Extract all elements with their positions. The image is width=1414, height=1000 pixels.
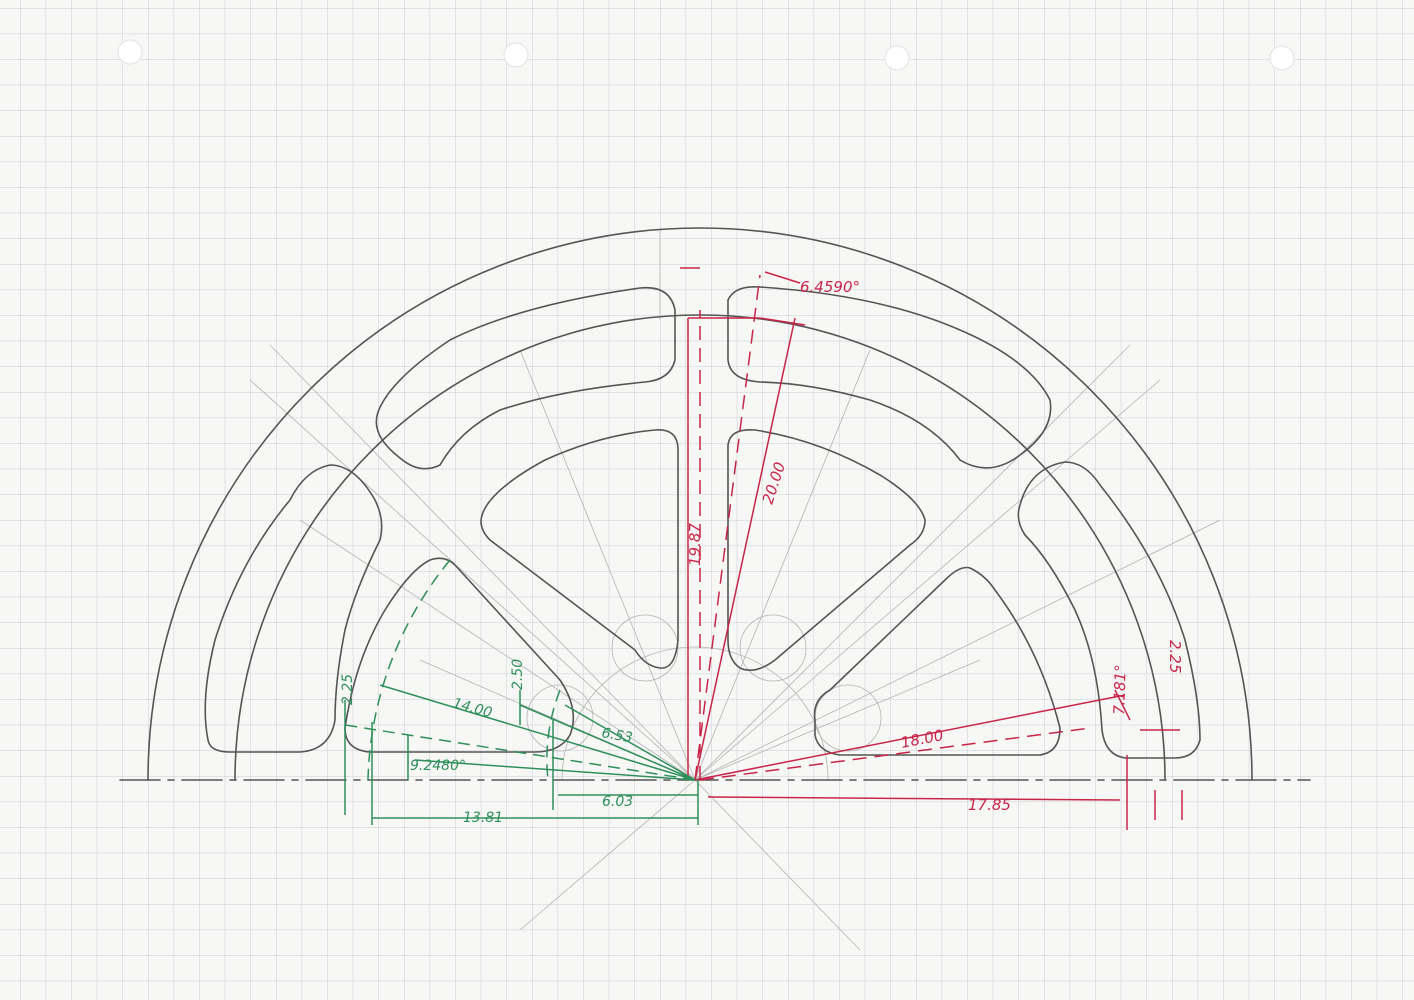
dim-19-87: 19.87 <box>686 523 704 566</box>
window-outer-left-low <box>204 464 383 753</box>
window-inner-left-low <box>344 557 575 753</box>
dim-7-181: 7.181° <box>1110 664 1130 715</box>
green-dimensions: 2.25 14.00 2.50 6.53 9.2480° 6.03 13.81 <box>340 559 699 826</box>
window-inner-right-high <box>727 428 926 671</box>
dim-9-2480: 9.2480° <box>410 758 466 774</box>
window-inner-right-low <box>813 566 1061 756</box>
window-inner-left-high <box>480 429 679 669</box>
construction-lines <box>249 230 1221 951</box>
dim-2-25-right: 2.25 <box>1166 640 1184 673</box>
punch-hole <box>1269 45 1295 71</box>
dim-6-03: 6.03 <box>602 794 633 810</box>
punch-holes <box>117 39 1295 71</box>
punch-hole <box>503 42 529 68</box>
window-outer-right-high <box>727 285 1052 469</box>
dim-6-4590: 6.4590° <box>800 278 860 296</box>
window-outer-right-low <box>1017 461 1201 759</box>
punch-hole <box>117 39 143 65</box>
dim-2-25-left: 2.25 <box>340 674 356 705</box>
punch-hole <box>884 45 910 71</box>
outer-windows <box>204 285 1201 759</box>
red-dimensions: 6.4590° 19.87 20.00 18.00 7.181° 2.25 17… <box>680 267 1184 830</box>
inner-windows <box>344 428 1061 756</box>
outer-rim <box>147 227 1253 781</box>
window-outer-left-high <box>375 286 676 470</box>
dim-2-50: 2.50 <box>510 659 526 690</box>
dim-13-81: 13.81 <box>463 810 503 826</box>
dim-6-53: 6.53 <box>600 725 633 746</box>
dim-17-85: 17.85 <box>968 796 1011 814</box>
